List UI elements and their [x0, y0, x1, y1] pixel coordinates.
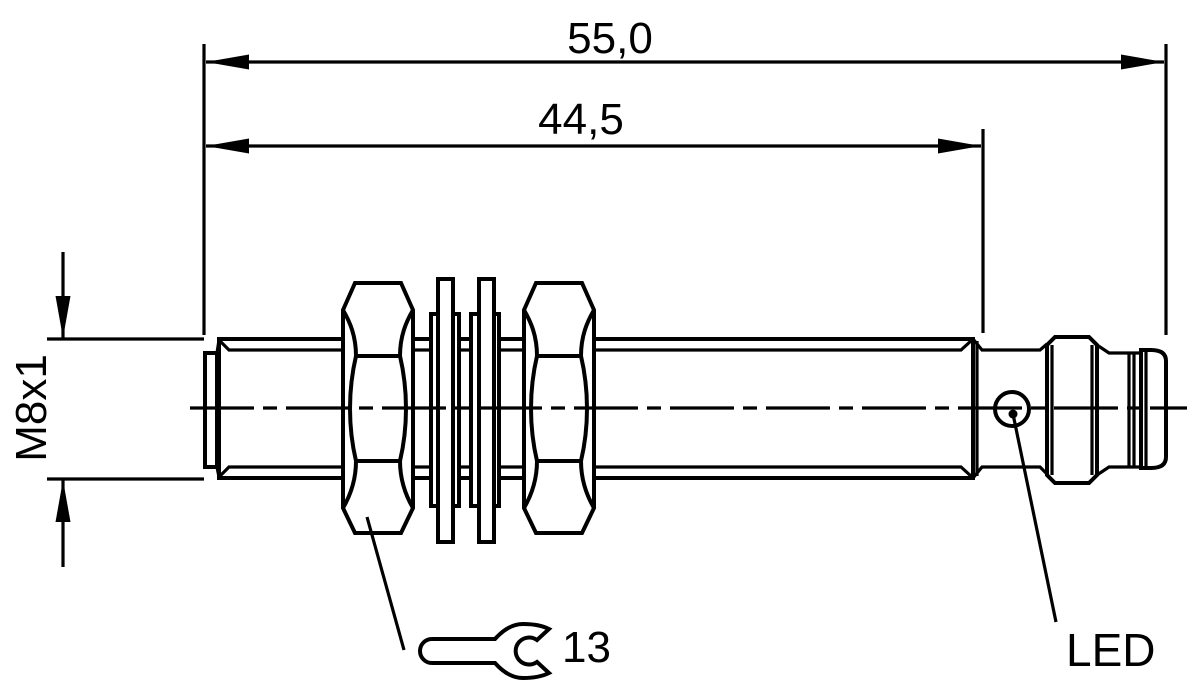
wrench-size-note: 13	[418, 621, 611, 681]
washers	[429, 277, 501, 544]
coupling-hex	[1045, 335, 1099, 485]
arrowhead-right	[938, 138, 981, 154]
arrowhead-down	[55, 296, 71, 338]
connector-end	[971, 335, 1168, 485]
arrowhead-up	[55, 480, 71, 522]
led-label: LED	[1066, 624, 1155, 676]
neck-top	[1096, 343, 1141, 355]
flat-washer-2	[477, 277, 496, 544]
arrowhead-left	[206, 54, 249, 70]
dimension-text-barrel: 44,5	[538, 95, 624, 144]
flat-washer-1	[436, 277, 455, 544]
led-indicator	[993, 390, 1058, 623]
sleeve-top	[971, 337, 1049, 352]
cap-chamfer-bottom	[215, 466, 221, 478]
dimension-text-overall: 55,0	[567, 14, 653, 63]
cap-chamfer-top	[215, 339, 221, 354]
wrench-leader-line	[365, 516, 406, 651]
led-leader-line	[1011, 413, 1058, 623]
neck-bottom	[1096, 465, 1141, 477]
thread-spec-text: M8x1	[7, 354, 56, 462]
hex-nut-front	[341, 281, 415, 535]
arrowhead-left	[206, 138, 249, 154]
dimension-thread: M8x1	[7, 252, 204, 567]
wrench-icon	[418, 621, 553, 681]
nut-silhouette	[341, 281, 415, 535]
sleeve-bottom	[971, 465, 1049, 480]
sensing-face-cap	[203, 351, 219, 469]
arrowhead-right	[1121, 54, 1164, 70]
led-window	[993, 390, 1031, 428]
dimension-overall-length: 55,0	[202, 14, 1168, 335]
wrench-size-text: 13	[562, 623, 611, 672]
dimension-barrel-length: 44,5	[206, 95, 985, 333]
